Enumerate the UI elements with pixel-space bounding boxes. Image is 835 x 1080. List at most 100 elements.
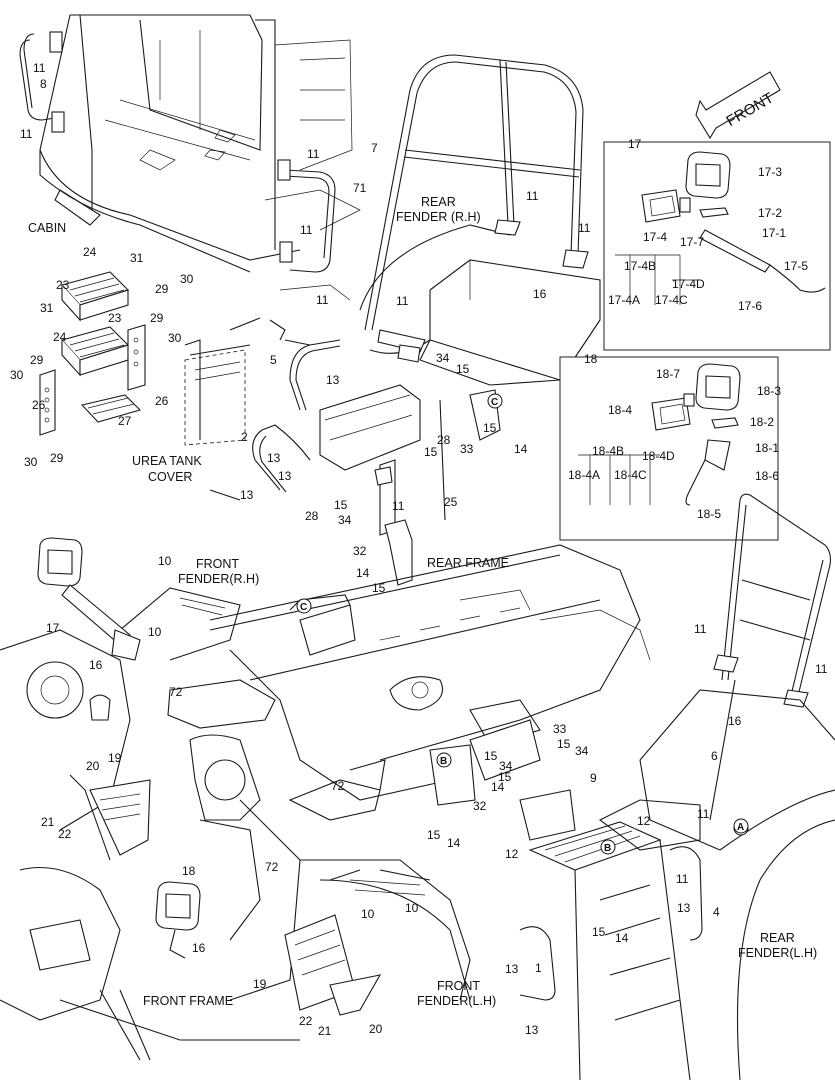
label-urea-tank-2: COVER [148,470,192,484]
label-cabin: CABIN [28,221,66,235]
upper-mid-callout-20: 15 [372,581,386,595]
lower-right-callout-29: A [737,822,744,833]
inset18-callout-6: 18-4D [642,449,675,463]
upper-mid-callout-16: 34 [338,513,352,527]
upper-mid-callout-11: 14 [514,442,528,456]
lower-left-callout-10: 72 [265,860,279,874]
handle-5 [289,339,341,411]
inset18-callout-8: 18-4C [614,468,647,482]
upper-left-callout-3: 11 [307,147,320,161]
inset-18-title: 18 [584,352,598,366]
label-urea-tank-1: UREA TANK [132,454,202,468]
rear-fender-lh [639,689,835,1080]
upper-mid-callout-2: 11 [578,221,591,235]
lower-left-callout-3: 16 [89,658,103,672]
upper-left-callout-21: 30 [24,455,38,469]
lower-right-callout-24: 15 [592,925,606,939]
upper-mid-circle-C-7 [487,393,503,409]
upper-left-callout-20: 26 [155,394,169,408]
upper-left-callout-8: 23 [56,278,70,292]
front-fender-rh [37,537,241,661]
callouts-lower-right: 1111166A331534B1534141591232151412B11111… [427,622,828,1037]
lower-right-callout-11: 14 [491,780,505,794]
lower-left-callout-17: 22 [299,1014,313,1028]
upper-mid-callout-12: 33 [460,442,474,456]
lower-left-callout-12: 16 [192,941,206,955]
lower-left-callout-14: 10 [405,901,419,915]
inset-17-box: 17 [603,137,831,351]
lower-right-callout-15: 32 [473,799,487,813]
upper-left-callout-29: 13 [240,488,254,502]
region-labels: CABIN REAR FENDER (R.H) UREA TANK COVER … [28,195,817,1008]
lower-right-callout-5: 33 [553,722,567,736]
lower-right-circle-B-8 [436,752,452,768]
lower-right-callout-9: 15 [484,749,498,763]
lower-left-callout-5: 20 [86,759,100,773]
upper-left-callout-17: 30 [10,368,24,382]
upper-mid-callout-19: 14 [356,566,370,580]
front-fender-lh [319,879,471,1001]
handle-2 [252,424,311,491]
upper-left-callout-2: 11 [20,127,33,141]
upper-left-callout-11: 31 [40,301,54,315]
label-front-fender-rh-2: FENDER(R.H) [178,572,259,586]
lower-left-callout-19: C [300,602,307,613]
inset17-callout-1: 17-2 [758,206,782,220]
upper-mid-callout-13: 25 [444,495,458,509]
lower-right-callout-21: 11 [676,872,689,886]
rear-fender-rh [359,224,601,386]
step-ladder-right [519,821,703,1080]
label-rear-fender-rh-1: REAR [421,195,456,209]
lower-left-callout-7: 21 [41,815,55,829]
label-front-fender-lh-2: FENDER(L.H) [417,994,496,1008]
handrail-6 [709,493,831,821]
inset18-callout-4: 18-1 [755,441,779,455]
upper-mid-callout-15: 15 [334,498,348,512]
inset18-callout-7: 18-4A [568,468,600,482]
lower-right-callout-0: 11 [694,622,707,636]
inset17-callout-9: 17-4C [655,293,688,307]
inset18-callout-1: 18-3 [757,384,781,398]
platform-plate [598,799,701,851]
label-rear-fender-lh-1: REAR [760,931,795,945]
lower-left-callout-15: 19 [253,977,267,991]
upper-left-callout-1: 8 [40,77,47,91]
lower-left-callout-6: 19 [108,751,122,765]
lower-left-callout-13: 10 [361,907,375,921]
upper-left-callout-9: 29 [155,282,169,296]
lower-left-callout-9: 72 [331,779,345,793]
lower-left-callout-11: 18 [182,864,196,878]
label-rear-frame: REAR FRAME [427,556,509,570]
mudflap-19-20-upper [69,774,151,861]
upper-left-callout-27: 13 [267,451,281,465]
upper-mid-callout-7: C [491,397,498,408]
inset18-callout-3: 18-2 [750,415,774,429]
upper-left-callout-6: 24 [83,245,97,259]
front-direction-arrow: FRONT [695,71,781,140]
upper-mid-callout-9: 15 [424,445,438,459]
step-assembly-left [39,271,146,436]
upper-left-callout-7: 31 [130,251,144,265]
lower-right-callout-16: 15 [427,828,441,842]
bracket-9 [429,719,576,841]
upper-left-callout-14: 29 [150,311,164,325]
lower-left-callout-1: 17 [46,621,60,635]
rear-bracket-central [319,384,501,586]
upper-left-callout-15: 30 [168,331,182,345]
handrail-71 [284,169,336,273]
front-frame [0,629,471,1061]
upper-left-callout-23: 11 [316,293,329,307]
lower-right-callout-2: 16 [728,714,742,728]
handrail-7 [364,54,589,363]
lower-right-callout-8: B [440,756,447,767]
lower-left-callout-4: 72 [169,685,183,699]
lower-left-callout-2: 10 [148,625,162,639]
label-front-fender-lh-1: FRONT [437,979,480,993]
lower-right-circle-A-29 [733,818,749,834]
